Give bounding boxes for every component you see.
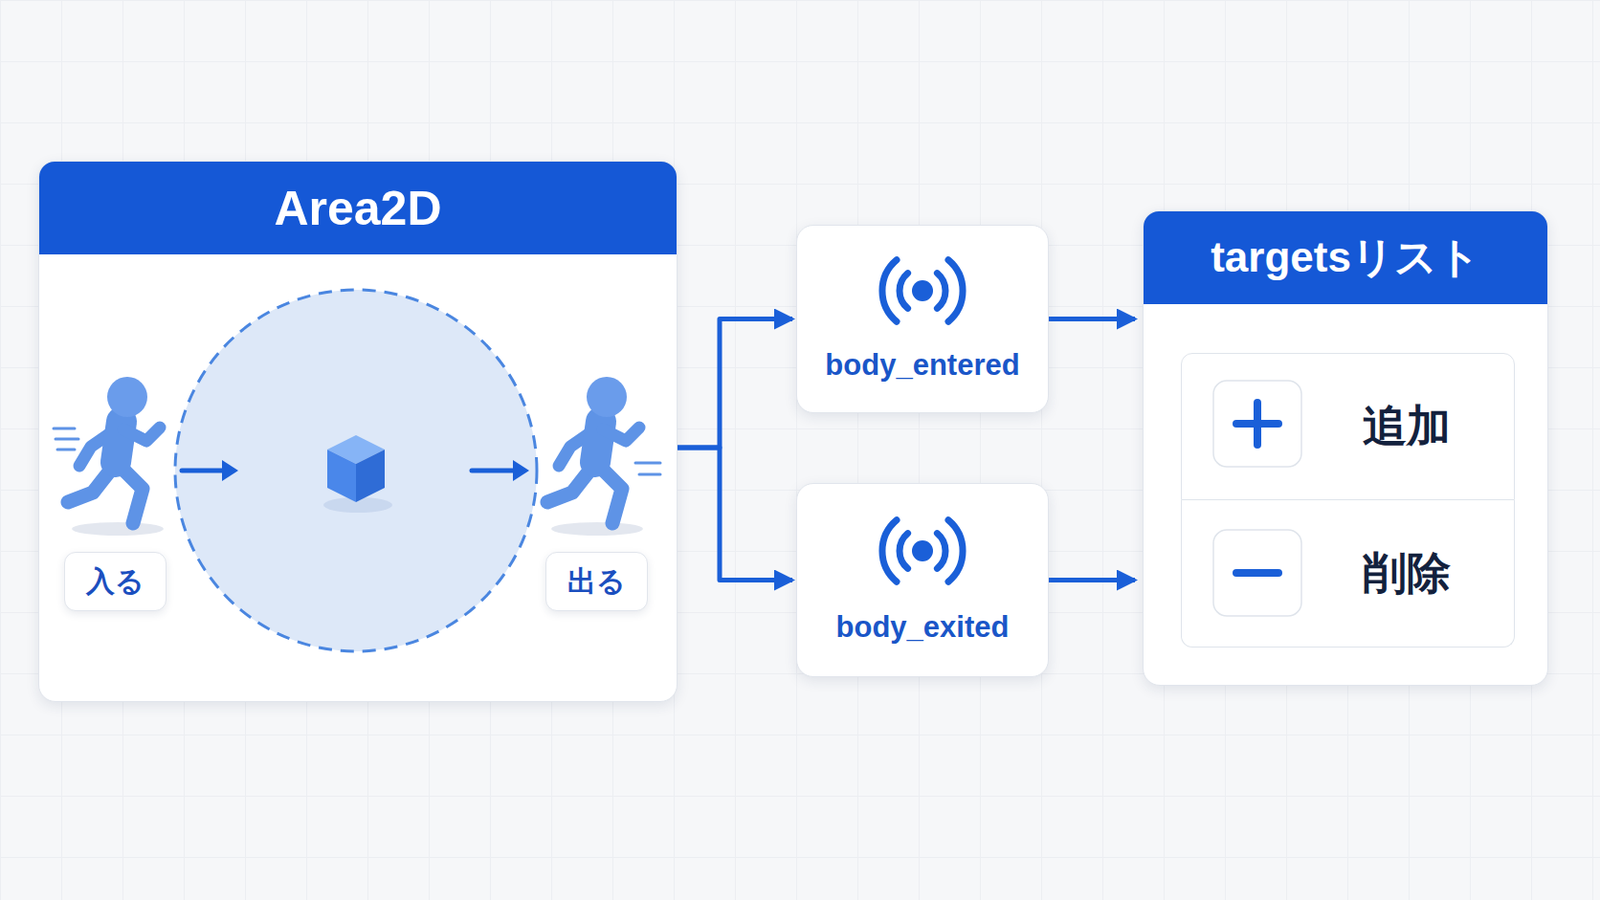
signal-name: body_entered bbox=[797, 346, 1048, 385]
flow-arrow bbox=[677, 319, 793, 448]
event-tag: 出る bbox=[545, 552, 648, 612]
event-label: 出る bbox=[546, 553, 647, 611]
signal-box: body_entered bbox=[796, 224, 1049, 414]
list-panel: targetsリスト追加削除 bbox=[1142, 210, 1549, 687]
action-row: 削除 bbox=[1180, 500, 1515, 648]
action-label: 追加 bbox=[1334, 354, 1479, 500]
event-label: 入る bbox=[65, 553, 166, 611]
panel-header: targetsリスト bbox=[1143, 211, 1548, 305]
action-label: 削除 bbox=[1334, 500, 1479, 647]
flow-arrow bbox=[1048, 316, 1135, 322]
event-tag: 入る bbox=[64, 552, 167, 612]
area-panel: Area2D 入る 出る bbox=[38, 160, 678, 703]
signal-name: body_exited bbox=[797, 608, 1048, 647]
flow-arrow bbox=[677, 447, 793, 581]
panel-header: Area2D bbox=[39, 161, 677, 255]
signal-box: body_exited bbox=[796, 483, 1049, 678]
flow-arrow bbox=[1048, 577, 1135, 583]
action-row: 追加 bbox=[1180, 353, 1515, 501]
